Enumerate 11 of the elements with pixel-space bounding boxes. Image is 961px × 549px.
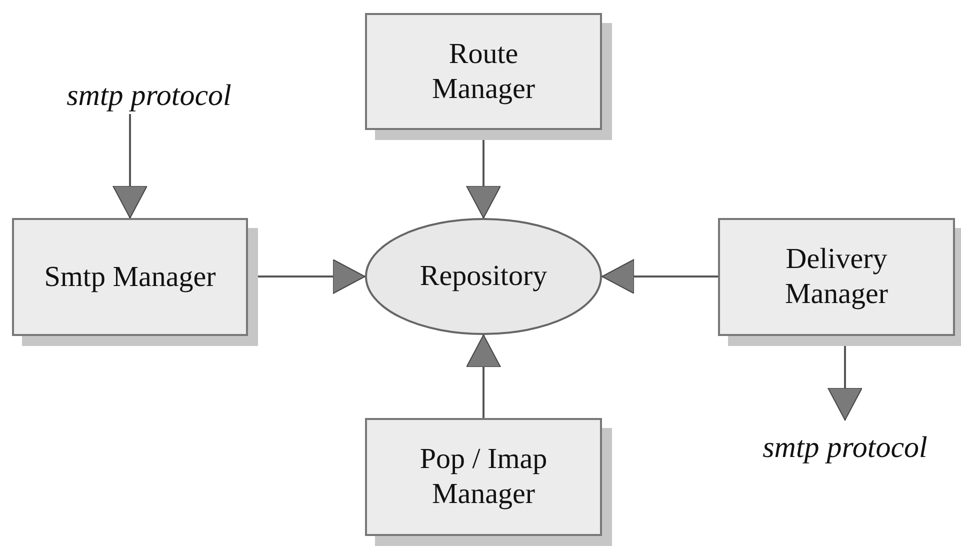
node-label: Route Manager: [430, 36, 536, 106]
arrow: [466, 334, 501, 418]
node-label: Pop / Imap Manager: [418, 442, 548, 512]
node-label: Smtp Manager: [43, 260, 217, 294]
label-text: smtp protocol: [762, 430, 928, 466]
repository-ellipse: [365, 218, 602, 335]
label-text: smtp protocol: [66, 78, 232, 114]
arrow: [602, 259, 718, 294]
node-label: Repository: [418, 259, 548, 294]
arrow: [112, 114, 148, 218]
node-label: Delivery Manager: [784, 242, 890, 312]
